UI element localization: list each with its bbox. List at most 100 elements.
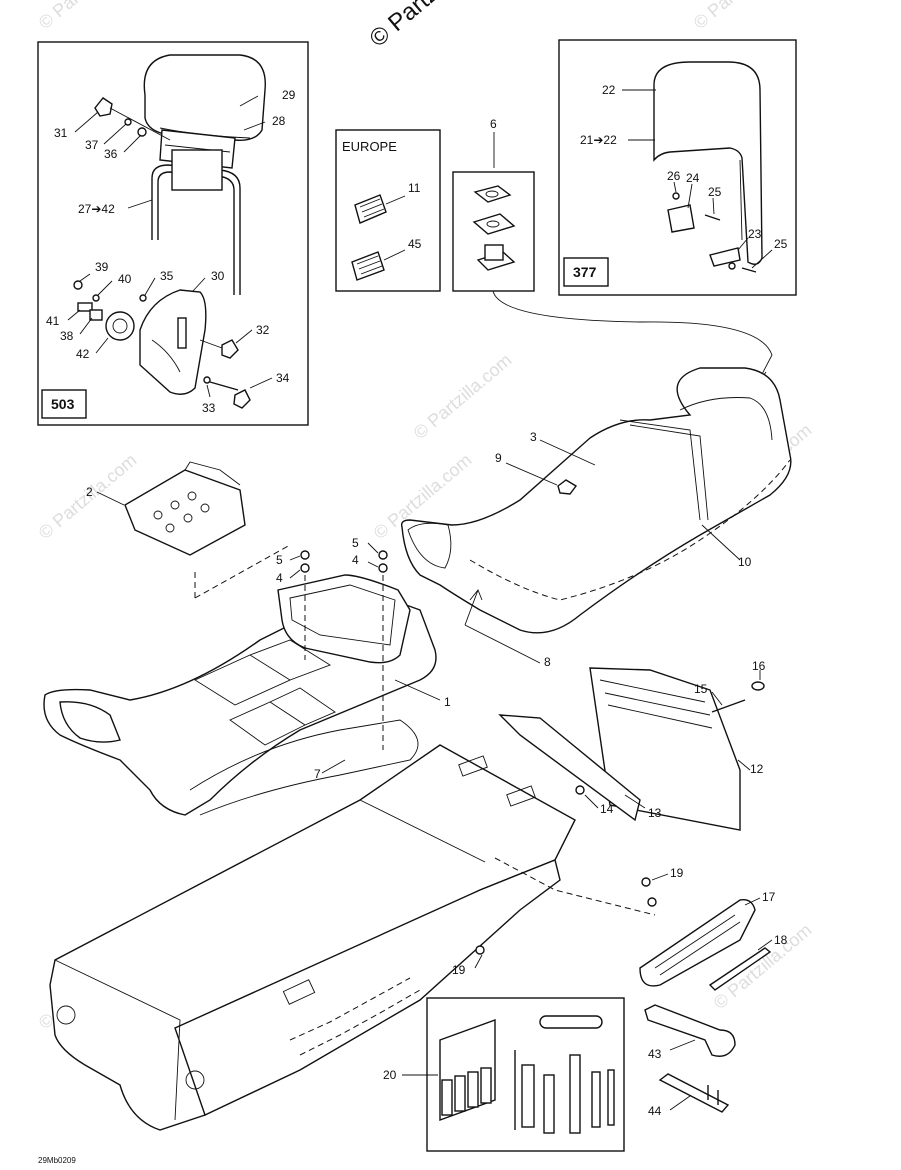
seat-cushion (400, 367, 792, 634)
callout-11: 11 (408, 181, 421, 195)
callout-3: 3 (530, 430, 537, 444)
washer-icon (575, 785, 585, 795)
seat-latch-icon (557, 479, 578, 495)
assembly-line (199, 339, 223, 349)
hardware-4-5 (300, 550, 388, 750)
box-number-frame (41, 389, 87, 419)
tunnel-perforation (299, 989, 421, 1056)
leader-line (367, 542, 379, 554)
tunnel-slot (458, 755, 488, 777)
leader-line (95, 337, 109, 354)
plate-hole (153, 510, 163, 520)
bracket-icon (709, 247, 741, 267)
washer-icon (124, 118, 132, 126)
plate-hole (187, 491, 197, 501)
leader-line (669, 1039, 696, 1051)
watermark-tile: © Partzilla.com (35, 0, 141, 33)
tub-assembly (43, 544, 437, 816)
tub-lower-plate (189, 719, 419, 816)
tunnel-slot (506, 785, 536, 807)
callout-21: 21➔22 (580, 133, 617, 147)
callout-13: 13 (648, 806, 662, 820)
callout-43: 43 (648, 1047, 662, 1061)
storage-box-rim (289, 584, 396, 646)
knob-icon (94, 97, 113, 117)
assembly-line (194, 544, 291, 599)
leader-line (737, 237, 749, 251)
backrest-cushion (143, 54, 266, 141)
callout-28: 28 (272, 114, 286, 128)
leader-line (96, 491, 125, 506)
nut-icon (300, 550, 310, 560)
footrest-ribs (654, 914, 741, 976)
leader-line (79, 317, 93, 335)
callout-35: 35 (160, 269, 174, 283)
callout-20: 20 (383, 1068, 397, 1082)
tunnel-hole (185, 1070, 205, 1090)
inset-frame (558, 39, 797, 296)
tool-wrench (569, 1054, 581, 1134)
leader-line (383, 249, 406, 261)
tunnel-top (49, 744, 576, 1131)
leader-line (687, 183, 693, 209)
inset-backrest-503: 503 (37, 41, 309, 426)
frame-bracket (171, 149, 223, 191)
tub-rear-fairing (59, 701, 121, 743)
callout-12: 12 (750, 762, 764, 776)
tool-44 (658, 1073, 730, 1113)
tool-socket (480, 1067, 492, 1104)
clip-icon (751, 681, 765, 691)
inset-tool-kit (426, 997, 625, 1152)
bolt-icon (741, 267, 757, 273)
callout-10: 10 (738, 555, 752, 569)
inset-frame (452, 171, 535, 292)
tunnel (49, 744, 656, 1131)
callout-7: 7 (314, 767, 321, 781)
washer-icon (300, 563, 310, 573)
callout-2: 2 (86, 485, 93, 499)
spacer-icon (77, 302, 93, 312)
rear-panel-12 (498, 667, 765, 831)
callout-5: 5 (276, 553, 283, 567)
leader-line (191, 277, 206, 293)
callout-30: 30 (211, 269, 225, 283)
bolt-icon (711, 699, 746, 713)
callout-34: 34 (276, 371, 290, 385)
callout-27: 27➔42 (78, 202, 115, 216)
leader-line (97, 280, 113, 296)
leader-line (711, 691, 723, 706)
watermark-tile: © Partzilla.com (690, 0, 796, 33)
callout-36: 36 (104, 147, 118, 161)
mount-plate-body (124, 469, 246, 556)
bolt-icon (704, 214, 721, 221)
leader-line (385, 195, 406, 205)
leader-line (144, 277, 156, 296)
nut-icon (378, 550, 388, 560)
leader-line (751, 249, 773, 269)
plate-hole (170, 500, 180, 510)
wrench-43-44 (644, 1004, 736, 1113)
leader-line (744, 897, 761, 906)
rear-panel-ribs (599, 679, 713, 729)
seat-assembly (400, 367, 792, 634)
tool-wrench (543, 1074, 555, 1134)
pad-seam (739, 159, 743, 241)
tunnel-perforation (289, 977, 411, 1041)
seat-stitch (469, 459, 791, 601)
callout-32: 32 (256, 323, 270, 337)
leader-line (239, 95, 259, 107)
callout-8: 8 (544, 655, 551, 669)
callout-38: 38 (60, 329, 74, 343)
callout-16: 16 (752, 659, 766, 673)
tool-wrench (521, 1064, 535, 1128)
wrench-43 (644, 1004, 736, 1057)
leader-line (701, 524, 741, 561)
mount-plate (124, 461, 246, 556)
callout-33: 33 (202, 401, 216, 415)
plate-hole (200, 503, 210, 513)
callout-15: 15 (694, 682, 708, 696)
latch-body-icon (484, 244, 504, 261)
plate-hole (165, 523, 175, 533)
inset-part-6 (452, 171, 535, 292)
